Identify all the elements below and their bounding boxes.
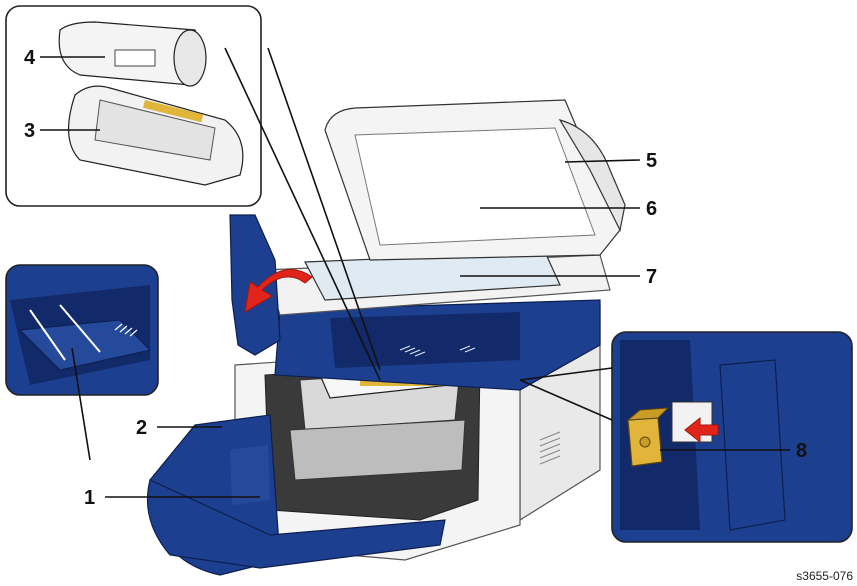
document-cover	[325, 100, 625, 260]
inset-output-tray	[6, 265, 158, 395]
callout-2: 2	[136, 417, 147, 439]
callout-7: 7	[646, 266, 657, 288]
callout-6: 6	[646, 198, 657, 220]
callout-4: 4	[24, 47, 36, 69]
inset-waste-toner	[612, 332, 852, 542]
callout-8: 8	[796, 440, 807, 462]
callout-3: 3	[24, 120, 35, 142]
reference-code: s3655-076	[796, 569, 853, 583]
callout-5: 5	[646, 150, 657, 172]
callout-1: 1	[84, 487, 95, 509]
inset-cartridges	[6, 6, 261, 206]
